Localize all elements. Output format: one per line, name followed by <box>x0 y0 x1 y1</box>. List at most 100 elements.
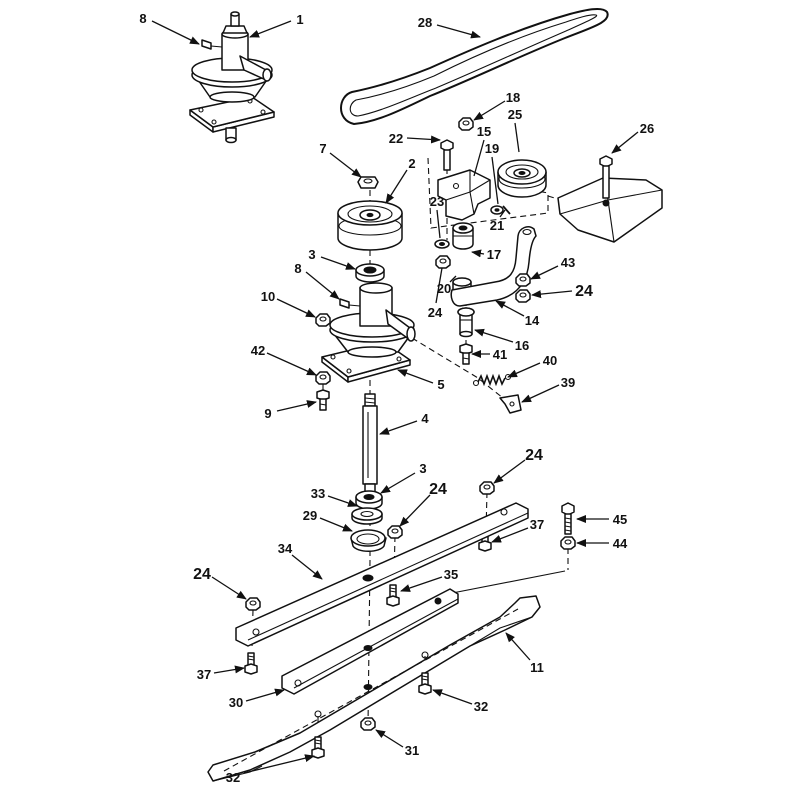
leader-line <box>474 328 514 343</box>
callout-number: 11 <box>530 660 544 675</box>
callout-number: 43 <box>561 255 575 270</box>
callout-number: 41 <box>493 347 507 362</box>
idler-pulley <box>497 159 547 198</box>
callout-number: 24 <box>193 566 211 583</box>
nut <box>315 371 331 385</box>
washer <box>490 205 504 215</box>
nut <box>458 117 474 131</box>
callout-number: 21 <box>490 218 504 233</box>
stiffener-bar <box>281 588 459 695</box>
leader-line <box>385 169 408 204</box>
leader-line <box>495 300 525 317</box>
spring-clip <box>499 394 522 414</box>
leader-line <box>213 665 245 674</box>
alignment-line <box>436 570 566 597</box>
callout-number: 24 <box>428 305 443 320</box>
callout-number: 24 <box>575 283 593 300</box>
nut <box>387 525 403 539</box>
spindle-shaft <box>362 393 378 493</box>
leader-line <box>151 20 200 45</box>
callout-number: 32 <box>226 770 240 785</box>
leader-line <box>531 290 573 299</box>
bearing <box>355 263 385 283</box>
leader-line <box>493 459 526 484</box>
callout-number: 3 <box>419 461 426 476</box>
callout-number: 7 <box>319 141 326 156</box>
callout-number: 8 <box>294 261 301 276</box>
bolt <box>311 736 325 759</box>
leader-line <box>249 20 292 38</box>
leader-line <box>211 576 247 600</box>
tension-spring <box>472 373 512 387</box>
bolt <box>244 652 258 675</box>
nut <box>360 717 376 731</box>
callout-number: 39 <box>561 375 575 390</box>
callout-number: 45 <box>613 512 627 527</box>
callout-number: 2 <box>408 156 415 171</box>
leader-line <box>397 369 434 384</box>
callout-number: 37 <box>530 517 544 532</box>
callout-number: 33 <box>311 486 325 501</box>
leader-line <box>514 122 520 153</box>
leader-line <box>505 632 531 661</box>
leader-line <box>320 256 356 270</box>
nut <box>435 255 451 269</box>
nut <box>560 536 576 550</box>
spindle-housing <box>321 282 416 383</box>
leader-line <box>319 517 353 532</box>
callout-number: 18 <box>506 90 520 105</box>
callout-number: 24 <box>429 481 447 498</box>
leader-line <box>473 139 485 177</box>
leader-line <box>530 265 559 280</box>
callout-numbers: 8 1 28 18 22 15 25 26 7 2 19 23 21 17 3 … <box>139 11 654 785</box>
leader-line <box>432 689 473 705</box>
leader-line <box>499 209 506 218</box>
leader-line <box>291 554 323 580</box>
callout-number: 10 <box>261 289 275 304</box>
bolt <box>386 584 400 607</box>
callout-number: 5 <box>437 377 444 392</box>
callout-number: 14 <box>525 313 540 328</box>
leader-line <box>436 209 441 239</box>
bolt <box>599 155 613 199</box>
leader-line <box>375 729 404 748</box>
idler-arm <box>450 226 537 307</box>
callout-number: 8 <box>139 11 146 26</box>
leader-line <box>379 420 418 435</box>
callout-number: 42 <box>251 343 265 358</box>
callout-number: 20 <box>437 281 451 296</box>
callout-number: 3 <box>308 247 315 262</box>
cup-washer <box>350 529 387 552</box>
bolt <box>561 502 575 535</box>
pulley <box>337 200 403 251</box>
callout-number: 44 <box>613 536 628 551</box>
callout-number: 31 <box>405 743 419 758</box>
leader-line <box>276 298 316 318</box>
callout-number: 19 <box>485 141 499 156</box>
leader-line <box>449 275 457 283</box>
callout-number: 25 <box>508 107 522 122</box>
leader-line <box>380 472 416 494</box>
callout-number: 30 <box>229 695 243 710</box>
leader-line <box>276 400 317 412</box>
alignment-lines <box>251 157 607 736</box>
shoulder-bushing <box>457 307 475 338</box>
bolt <box>459 343 473 365</box>
leader-line <box>521 384 560 403</box>
pulley-nut <box>357 176 379 189</box>
nut <box>245 597 261 611</box>
spindle-assembly-top <box>189 11 275 144</box>
leader-line <box>491 156 499 205</box>
leader-line <box>329 152 362 178</box>
callout-number: 16 <box>515 338 529 353</box>
belt-guard <box>557 177 663 243</box>
leader-line <box>399 494 431 527</box>
leader-line <box>400 576 443 592</box>
leader-line <box>245 688 285 702</box>
nut <box>515 273 531 287</box>
callout-number: 34 <box>278 541 293 556</box>
idler-bracket <box>437 169 491 221</box>
nut <box>315 313 331 327</box>
callout-number: 37 <box>197 667 211 682</box>
nut <box>479 481 495 495</box>
